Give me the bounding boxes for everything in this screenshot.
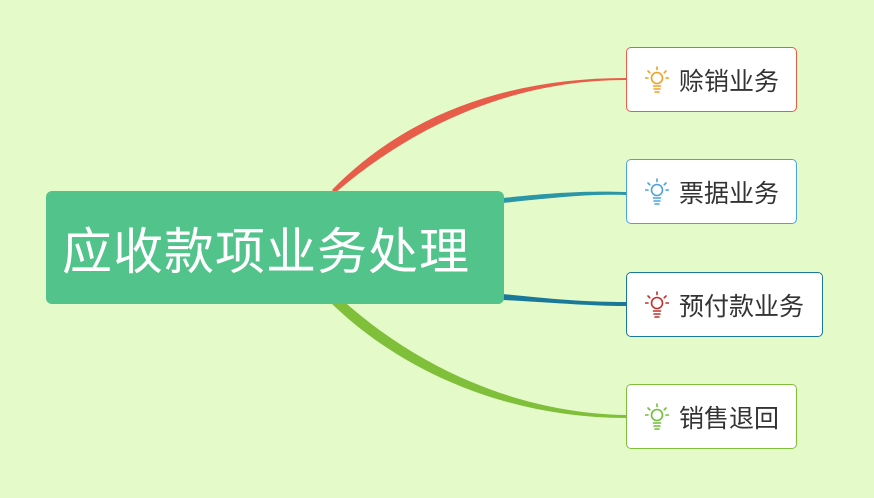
topic-label-1: 赊销业务 [679,66,780,96]
topic-label-2: 票据业务 [679,178,780,208]
root-topic-label: 应收款项业务处理 [62,222,470,281]
topic-node-4[interactable]: 销售退回 [626,384,797,449]
branch-connector-4 [330,298,626,418]
lightbulb-icon [645,65,669,93]
branch-connector-3 [503,294,626,306]
branch-connector-2 [503,191,626,203]
branch-connector-1 [332,78,626,193]
topic-node-3[interactable]: 预付款业务 [626,272,823,337]
topic-label-4: 销售退回 [679,403,780,433]
lightbulb-icon [645,290,669,318]
topic-node-1[interactable]: 赊销业务 [626,47,797,112]
lightbulb-icon [645,402,669,430]
topic-node-2[interactable]: 票据业务 [626,159,797,224]
topic-label-3: 预付款业务 [679,291,805,321]
lightbulb-icon [645,177,669,205]
root-topic-node[interactable]: 应收款项业务处理 [46,191,504,304]
